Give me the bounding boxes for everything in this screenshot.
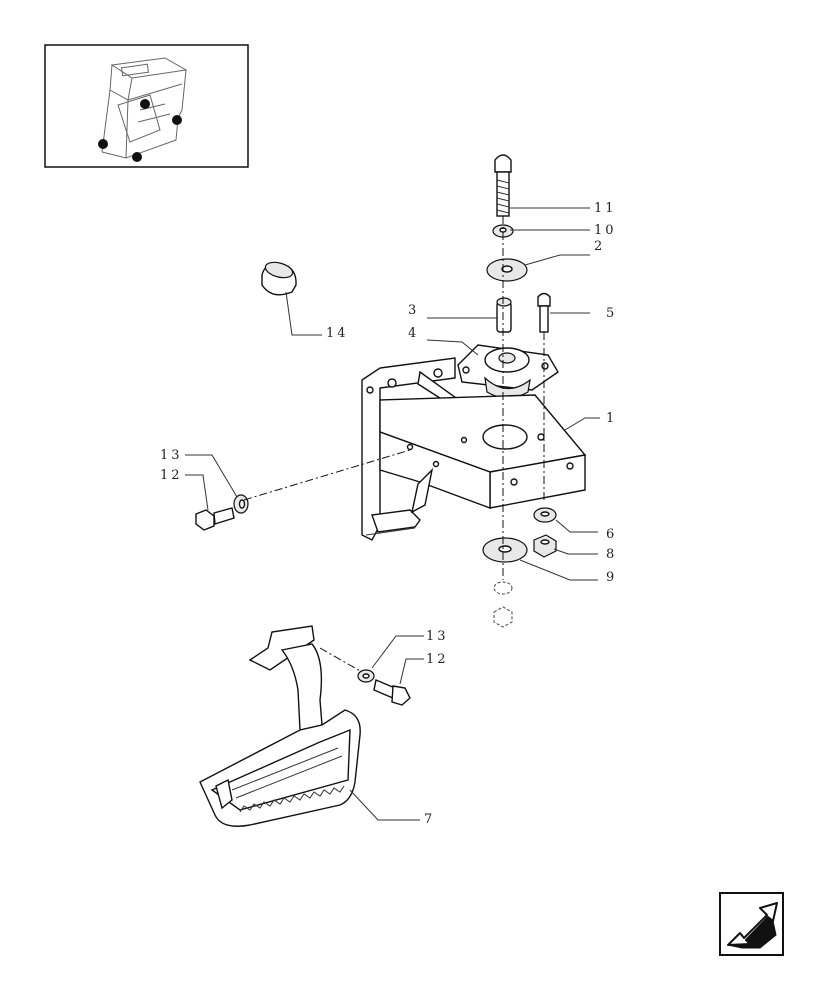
label-part-12-lower: 12: [426, 652, 449, 667]
leader-lines: [185, 207, 600, 821]
locator-dot: [98, 139, 108, 149]
label-part-13-upper: 13: [160, 448, 183, 463]
label-part-9: 9: [606, 570, 617, 585]
part-8-nut: [533, 534, 557, 558]
part-5-bolt: [537, 292, 551, 333]
label-part-7: 7: [424, 812, 435, 827]
label-part-8: 8: [606, 547, 617, 562]
part-13-washer-upper: [233, 494, 249, 514]
part-13-washer-lower: [357, 669, 375, 683]
locator-dot: [172, 115, 182, 125]
next-page-arrow-icon[interactable]: [719, 892, 784, 956]
label-part-3: 3: [408, 303, 419, 318]
part-1-bracket: [361, 357, 587, 541]
label-part-1: 1: [606, 411, 617, 426]
part-10-washer: [492, 224, 514, 238]
callout-labels: 11 10 2 3 5 4 1 6 8 9 14 13 12 13 12 7: [160, 201, 617, 827]
label-part-13-lower: 13: [426, 629, 449, 644]
label-part-12-upper: 12: [160, 468, 183, 483]
part-4-mount: [457, 344, 559, 399]
part-12-bolt-lower: [373, 679, 411, 706]
part-6-washer: [533, 507, 557, 523]
part-9-large-washer: [482, 537, 528, 563]
part-11-bolt: [494, 154, 512, 217]
label-part-4: 4: [408, 326, 419, 341]
locator-dot: [132, 152, 142, 162]
label-part-6: 6: [606, 527, 617, 542]
cab-locator-thumbnail: [44, 44, 249, 168]
locator-dot: [140, 99, 150, 109]
label-part-11: 11: [594, 201, 617, 216]
phantom-washer-nut: [493, 581, 513, 628]
label-part-10: 10: [594, 223, 617, 238]
part-12-bolt-upper: [195, 507, 235, 531]
part-14-cap: [261, 261, 297, 296]
label-part-2: 2: [594, 239, 605, 254]
part-7-step: [199, 625, 361, 827]
part-2-large-washer: [486, 258, 528, 282]
label-part-14: 14: [326, 326, 349, 341]
assembly-axes: [243, 216, 545, 673]
part-3-spacer: [496, 297, 512, 333]
label-part-5: 5: [606, 306, 617, 321]
